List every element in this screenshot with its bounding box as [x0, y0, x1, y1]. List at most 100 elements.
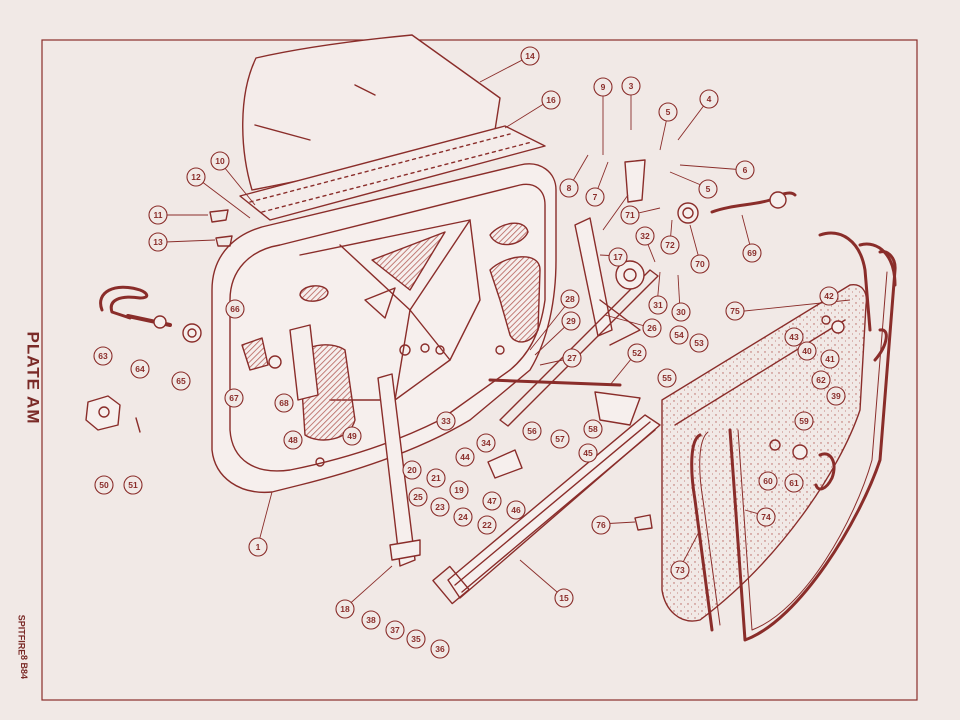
callout-label: 43	[789, 332, 799, 342]
callout-10: 10	[210, 151, 230, 171]
callout-label: 72	[665, 240, 675, 250]
callout-label: 44	[460, 452, 470, 462]
callout-label: 63	[98, 351, 108, 361]
callout-circle	[562, 348, 582, 368]
callout-69: 69	[742, 243, 762, 263]
callout-circle	[797, 341, 817, 361]
callout-7: 7	[585, 187, 605, 207]
callout-label: 60	[763, 476, 773, 486]
callout-circle	[453, 507, 473, 527]
callout-label: 27	[567, 353, 577, 363]
callout-label: 37	[390, 625, 400, 635]
callout-circle	[671, 302, 691, 322]
callout-47: 47	[482, 491, 502, 511]
callout-circle	[94, 475, 114, 495]
callout-49: 49	[342, 426, 362, 446]
callout-51: 51	[123, 475, 143, 495]
callout-circle	[608, 247, 628, 267]
callout-label: 7	[593, 192, 598, 202]
callout-circle	[406, 629, 426, 649]
vertical-rail	[377, 373, 416, 567]
callout-circle	[735, 160, 755, 180]
callout-layer: 1345567891011121314151617181920212223242…	[93, 46, 846, 659]
callout-41: 41	[820, 349, 840, 369]
callout-57: 57	[550, 429, 570, 449]
callout-label: 8	[567, 183, 572, 193]
callout-circle	[408, 487, 428, 507]
callout-circle	[621, 76, 641, 96]
callout-label: 54	[674, 330, 684, 340]
door-sill-rail	[447, 414, 661, 599]
callout-50: 50	[94, 475, 114, 495]
callout-68: 68	[274, 393, 294, 413]
callout-circle	[794, 411, 814, 431]
callout-label: 64	[135, 364, 145, 374]
callout-circle	[561, 311, 581, 331]
callout-label: 57	[555, 434, 565, 444]
callout-label: 9	[601, 82, 606, 92]
callout-40: 40	[797, 341, 817, 361]
callout-circle	[274, 393, 294, 413]
callout-label: 23	[435, 502, 445, 512]
callout-label: 51	[128, 480, 138, 490]
callout-31: 31	[648, 295, 668, 315]
callout-70: 70	[690, 254, 710, 274]
callout-circle	[784, 327, 804, 347]
callout-circle	[385, 620, 405, 640]
callout-72: 72	[660, 235, 680, 255]
callout-23: 23	[430, 497, 450, 517]
callout-66: 66	[225, 299, 245, 319]
callout-circle	[436, 411, 456, 431]
callout-label: 1	[256, 542, 261, 552]
callout-55: 55	[657, 368, 677, 388]
callout-label: 35	[411, 634, 421, 644]
callout-73: 73	[670, 560, 690, 580]
callout-label: 62	[816, 375, 826, 385]
callout-12: 12	[186, 167, 206, 187]
callout-circle	[642, 318, 662, 338]
callout-circle	[758, 471, 778, 491]
callout-label: 6	[743, 165, 748, 175]
callout-label: 55	[662, 373, 672, 383]
callout-circle	[148, 232, 168, 252]
callout-circle	[578, 443, 598, 463]
callout-circle	[658, 102, 678, 122]
callout-label: 52	[632, 348, 642, 358]
callout-circle	[784, 473, 804, 493]
callout-label: 39	[831, 391, 841, 401]
callout-circle	[186, 167, 206, 187]
callout-label: 3	[629, 81, 634, 91]
callout-75: 75	[725, 301, 745, 321]
callout-circle	[620, 205, 640, 225]
callout-16: 16	[541, 90, 561, 110]
callout-label: 73	[675, 565, 685, 575]
callout-circle	[820, 349, 840, 369]
callout-65: 65	[171, 371, 191, 391]
callout-label: 29	[566, 316, 576, 326]
callout-circle	[657, 368, 677, 388]
plate-code: 8 B84	[19, 654, 30, 680]
callout-30: 30	[671, 302, 691, 322]
callout-circle	[506, 500, 526, 520]
callout-37: 37	[385, 620, 405, 640]
callout-circle	[627, 343, 647, 363]
callout-circle	[335, 599, 355, 619]
callout-11: 11	[148, 205, 168, 225]
callout-circle	[225, 299, 245, 319]
callout-label: 5	[666, 107, 671, 117]
callout-label: 46	[511, 505, 521, 515]
callout-38: 38	[361, 610, 381, 630]
callout-44: 44	[455, 447, 475, 467]
callout-58: 58	[583, 419, 603, 439]
callout-circle	[93, 346, 113, 366]
callout-19: 19	[449, 480, 469, 500]
door-seal	[690, 433, 714, 632]
callout-46: 46	[506, 500, 526, 520]
callout-3: 3	[621, 76, 641, 96]
glass-channel	[239, 125, 546, 221]
callout-24: 24	[453, 507, 473, 527]
lift-channel	[574, 217, 613, 337]
callout-label: 24	[458, 512, 468, 522]
callout-label: 74	[761, 512, 771, 522]
